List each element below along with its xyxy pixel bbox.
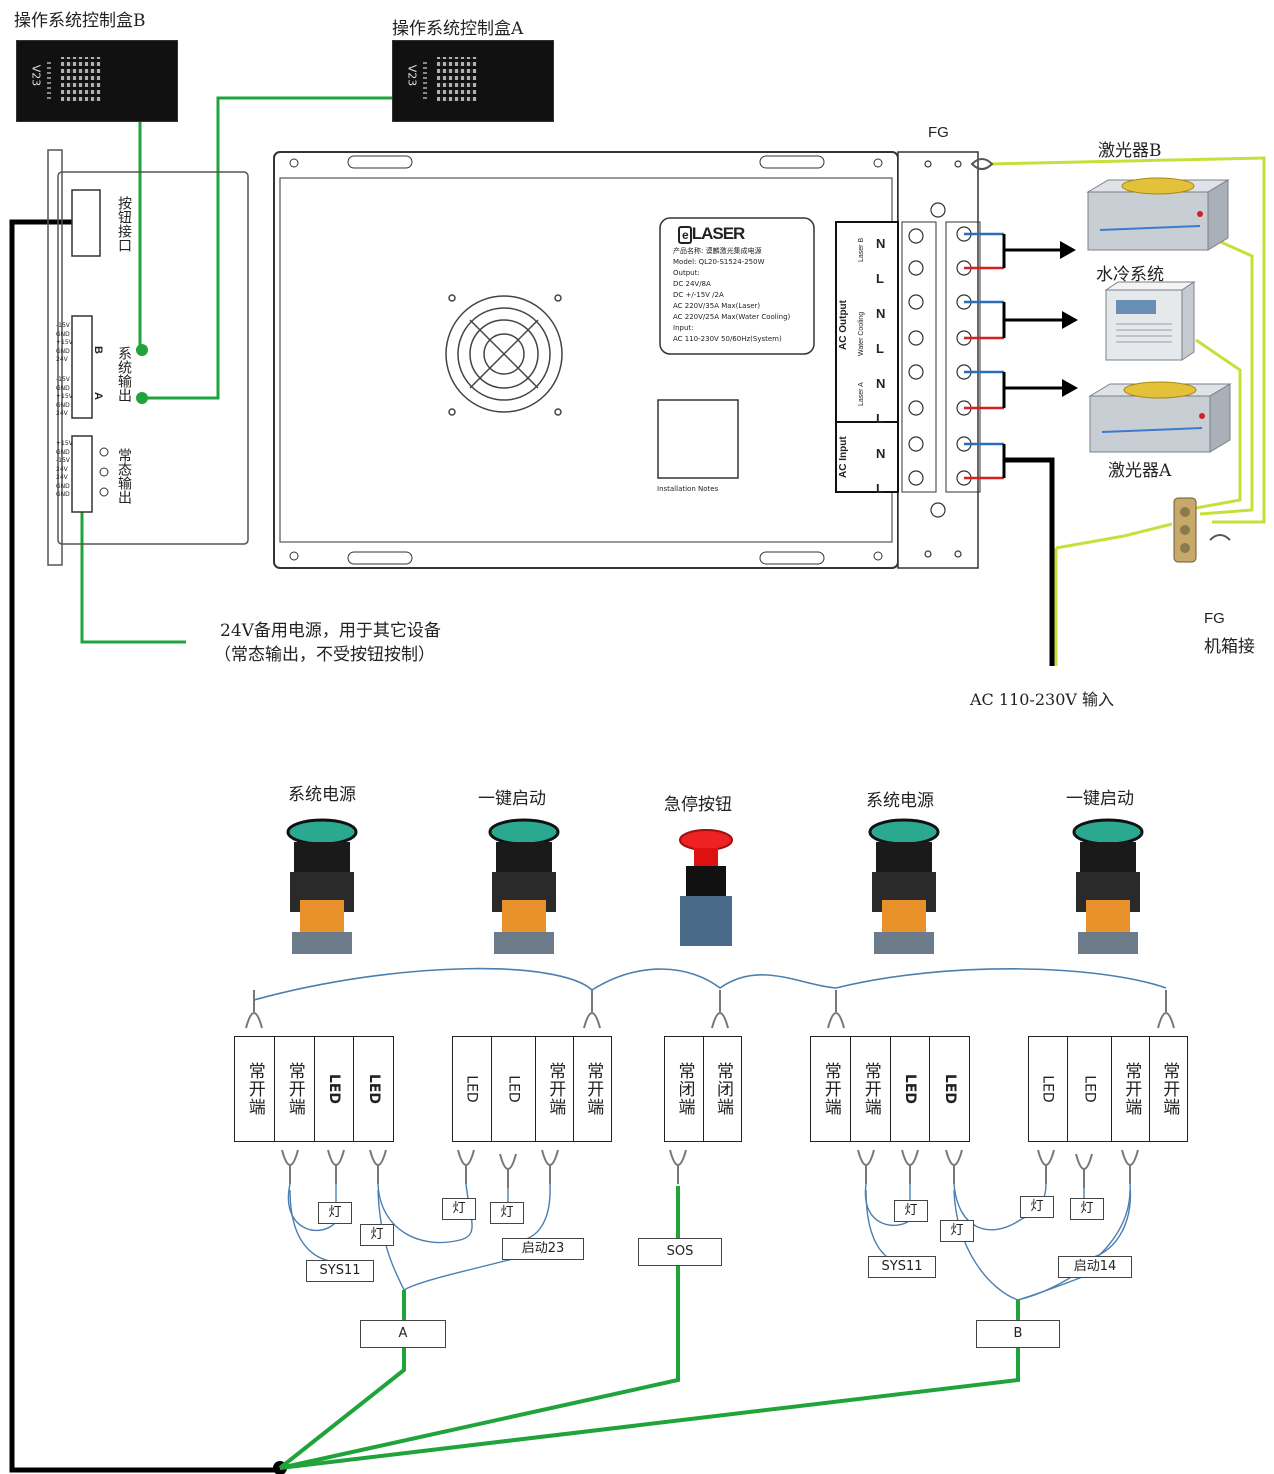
port-a-letter: A	[91, 392, 104, 400]
lamp-label: 灯	[360, 1224, 394, 1246]
backup-power-note-1: 24V备用电源，用于其它设备	[220, 621, 441, 641]
terminal-led: LED	[1068, 1037, 1112, 1141]
ctrl-box-a: V23	[392, 40, 554, 122]
ac-input-note: AC 110-230V 输入	[970, 690, 1115, 709]
fg-chassis-label: FG	[1204, 610, 1225, 627]
laser-b-terminal-label: Laser B	[858, 237, 865, 262]
terminal-no: 常开端	[536, 1037, 575, 1141]
installation-notes: Installation Notes	[657, 485, 719, 493]
black-wire	[9, 219, 280, 1473]
green-wire-backup	[80, 478, 186, 644]
sys11-label-b: SYS11	[868, 1256, 936, 1278]
terminal-panel-2: LED LED 常开端 常开端	[452, 1036, 612, 1142]
laser-b-label: 激光器B	[1098, 141, 1162, 161]
terminal-nc: 常闭端	[713, 1062, 733, 1116]
terminal-led: LED	[1029, 1037, 1068, 1141]
water-chiller-image	[1104, 281, 1196, 361]
lamp-label: 灯	[1070, 1198, 1104, 1220]
terminal-no: 常开端	[275, 1037, 315, 1141]
chassis-ground-label: 机箱接	[1204, 637, 1255, 657]
ac-input-wire	[1004, 457, 1055, 666]
ac-input-label: AC Input	[838, 436, 849, 478]
terminal-led: LED	[492, 1037, 536, 1141]
backup-power-note-2: （常态输出，不受按钮按制）	[214, 645, 435, 665]
system-output-label: 系统输出	[116, 346, 132, 402]
start14-label: 启动14	[1058, 1256, 1132, 1278]
laser-a-image	[1088, 381, 1232, 453]
fg-top-label: FG	[928, 124, 949, 141]
sys11-label-a: SYS11	[306, 1260, 374, 1282]
button-label-emergency-stop: 急停按钮	[664, 795, 732, 815]
common-wire	[253, 967, 1167, 1001]
ctrl-box-a-led-strip	[423, 59, 427, 99]
ctrl-box-a-label: 操作系统控制盒A	[392, 19, 524, 39]
button-label-system-power-a: 系统电源	[288, 785, 356, 805]
lamp-label: 灯	[490, 1202, 524, 1224]
water-cooling-terminal-label: Water Cooling	[858, 311, 865, 356]
ctrl-box-b: V23	[16, 40, 178, 122]
group-b-label: B	[976, 1320, 1060, 1348]
push-button-image-2	[488, 818, 560, 954]
group-a-label: A	[360, 1320, 446, 1348]
psu-body	[273, 151, 899, 569]
terminal-panel-estop: 常闭端 常闭端	[664, 1036, 742, 1142]
laser-a-terminal-label: Laser A	[858, 382, 865, 406]
laser-a-label: 激光器A	[1108, 461, 1172, 481]
ctrl-box-b-mark: V23	[29, 64, 43, 87]
ctrl-box-b-label: 操作系统控制盒B	[14, 11, 146, 31]
lamp-label: 灯	[318, 1202, 352, 1224]
ac-output-label: AC Output	[838, 300, 849, 350]
terminal-no: 常开端	[235, 1037, 275, 1141]
emergency-stop-image	[679, 829, 733, 946]
sos-label: SOS	[638, 1238, 722, 1266]
brand-e-icon: e	[678, 226, 692, 244]
ctrl-box-b-led-strip	[47, 59, 51, 99]
button-label-system-power-b: 系统电源	[866, 791, 934, 811]
terminal-no: 常开端	[1112, 1037, 1151, 1141]
lamp-label: 灯	[1020, 1196, 1054, 1218]
button-label-start-a: 一键启动	[478, 789, 546, 809]
terminal-no: 常开端	[851, 1037, 891, 1141]
water-cooling-label: 水冷系统	[1096, 265, 1164, 285]
terminal-no: 常开端	[811, 1037, 851, 1141]
terminal-led: LED	[891, 1037, 931, 1141]
terminal-no: 常开端	[1159, 1062, 1180, 1116]
lamp-label: 灯	[940, 1220, 974, 1242]
terminal-led: LED	[941, 1073, 958, 1105]
button-port-label: 按钮接口	[116, 196, 132, 252]
push-button-image-3	[868, 818, 940, 954]
terminal-panel-1: 常开端 常开端 LED LED	[234, 1036, 394, 1142]
laser-b-image	[1086, 177, 1230, 251]
push-button-image-1	[286, 818, 358, 954]
fan-icon	[445, 294, 563, 416]
terminal-led: LED	[315, 1037, 355, 1141]
start23-label: 启动23	[502, 1238, 584, 1260]
lamp-label: 灯	[894, 1200, 928, 1222]
lamp-label: 灯	[442, 1198, 476, 1220]
button-label-start-b: 一键启动	[1066, 789, 1134, 809]
green-wire-ctrl-a	[142, 96, 392, 400]
terminal-no: 常开端	[583, 1062, 604, 1116]
terminal-led: LED	[453, 1037, 492, 1141]
terminal-led: LED	[365, 1073, 382, 1105]
ctrl-box-a-mark: V23	[405, 64, 419, 87]
qr-code-overlay	[61, 57, 101, 101]
port-b-letter: B	[91, 346, 104, 354]
normal-output-label: 常态输出	[116, 448, 132, 504]
terminal-panel-3: 常开端 常开端 LED LED	[810, 1036, 970, 1142]
terminal-panel-4: LED LED 常开端 常开端	[1028, 1036, 1188, 1142]
push-button-image-4	[1072, 818, 1144, 954]
qr-code-overlay	[437, 57, 477, 101]
terminal-nc: 常闭端	[665, 1037, 704, 1141]
